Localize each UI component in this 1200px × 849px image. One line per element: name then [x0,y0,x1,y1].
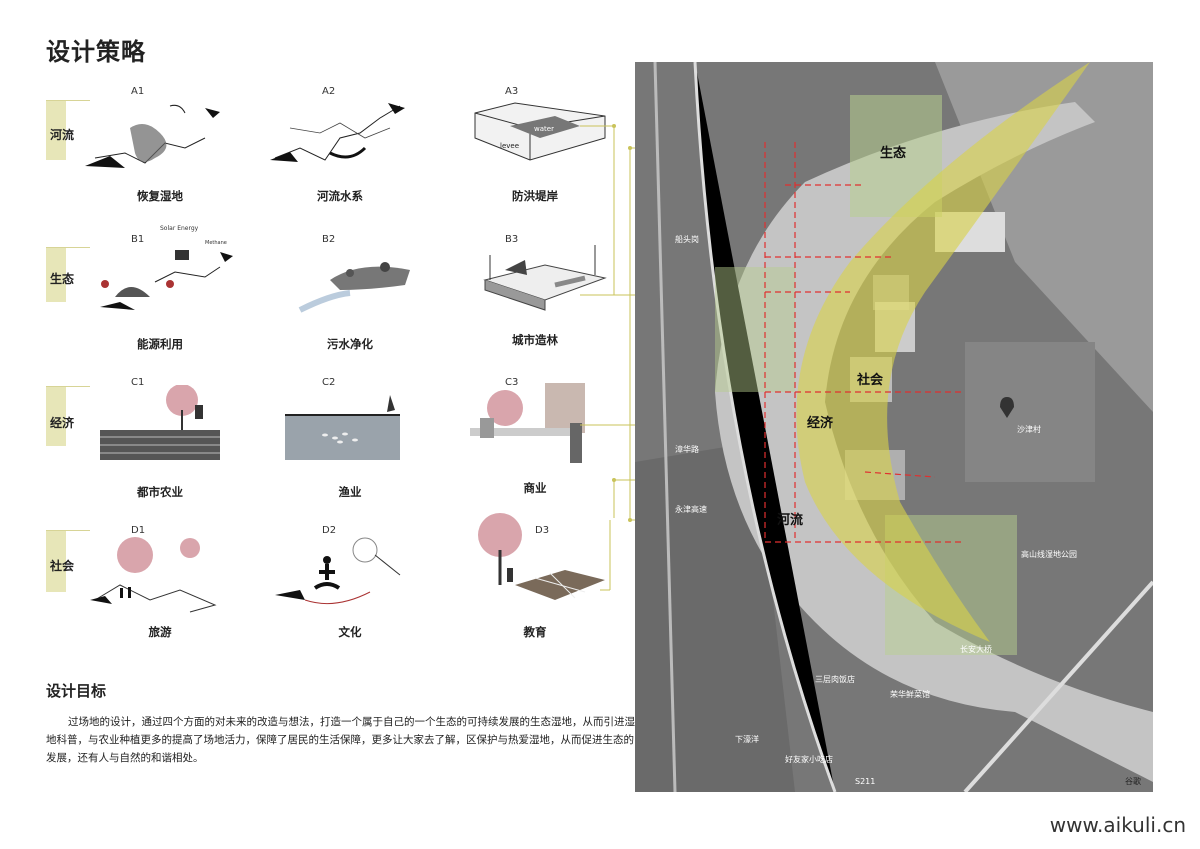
levee-block-diagram-image: water levee [474,102,606,161]
item-caption: 渔业 [338,485,362,499]
item-caption: 教育 [523,625,547,639]
row-divider [46,530,90,531]
inset-levee-label: levee [500,142,519,150]
map-place-label: S211 [855,777,875,786]
item-caption: 旅游 [148,625,172,639]
map-place-label: 永津高速 [675,504,707,514]
item-code: C1 [131,377,145,388]
item-caption: 城市造林 [512,333,558,347]
item-code: C2 [322,377,336,388]
inset-methane-label: Methane [205,240,227,246]
tourism-sketch-image [90,537,217,613]
education-sketch-image [478,513,605,600]
row-divider [46,386,90,387]
map-place-label: 荣华鲜菜馆 [890,689,930,699]
item-caption: 商业 [523,481,547,495]
site-aerial-map: 生态 社会 经济 河流 船头岗 沙津村 高山线湿地公园 长安大桥 三层肉饭店 荣… [635,62,1153,792]
map-place-label: 船头岗 [675,234,699,244]
row-bar-society [46,530,66,592]
item-code: B3 [505,234,519,245]
zone-label-society: 社会 [856,372,884,388]
row-divider [46,247,90,248]
map-place-label: 长安大桥 [960,644,992,654]
urban-farming-sketch-image [100,385,220,460]
row-label-river: 河流 [50,128,75,142]
page-title: 设计策略 [46,38,146,66]
item-caption: 都市农业 [137,485,183,499]
commerce-sketch-image [470,383,585,463]
zone-label-river: 河流 [777,512,803,528]
item-caption: 能源利用 [137,337,183,351]
watermark: www.aikuli.cn [1049,813,1186,837]
map-place-label: 好友家小吃店 [785,754,833,764]
item-caption: 防洪堤岸 [512,189,558,203]
item-code: C3 [505,377,519,388]
row-divider [46,100,90,101]
item-caption: 文化 [338,625,362,639]
map-place-label: 三层肉饭店 [815,674,855,684]
goal-heading: 设计目标 [46,682,107,700]
map-place-label: 下濠洋 [735,734,759,744]
zone-label-ecology: 生态 [880,145,906,161]
sewage-purification-sketch-image [298,262,410,313]
location-pin-icon [1000,397,1014,418]
item-code: A3 [505,86,519,97]
row-bar-economy [46,386,66,446]
row-label-ecology: 生态 [50,272,75,286]
inset-water-label: water [534,125,554,133]
goal-paragraph: 过场地的设计，通过四个方面的对未来的改造与想法，打造一个属于自己的一个生态的可持… [46,716,635,764]
item-caption: 河流水系 [317,189,363,203]
item-code: A2 [322,86,336,97]
row-bar-ecology [46,247,66,302]
item-code: D1 [131,525,146,536]
item-code: B1 [131,234,145,245]
row-label-economy: 经济 [50,416,75,430]
energy-use-sketch-image: Solar Energy Methane [100,225,233,310]
culture-yoga-sketch-image [275,537,401,605]
fishery-sketch-image [285,395,400,460]
item-caption: 恢复湿地 [137,189,183,203]
item-code: D3 [535,525,550,536]
map-place-label: 漳华路 [675,444,699,454]
river-system-sketch-image [270,103,405,162]
item-code: A1 [131,86,145,97]
row-bar-river [46,100,66,160]
row-label-society: 社会 [50,559,75,573]
map-place-label: 高山线湿地公园 [1021,549,1077,559]
inset-solar-label: Solar Energy [160,225,199,232]
item-caption: 污水净化 [327,337,373,351]
map-place-label: 谷歌 [1125,776,1141,786]
map-place-label: 沙津村 [1017,424,1041,434]
item-code: B2 [322,234,336,245]
wetland-sketch-image [85,104,220,168]
item-code: D2 [322,525,337,536]
zone-label-economy: 经济 [807,415,834,431]
urban-forest-sketch-image [483,245,607,311]
